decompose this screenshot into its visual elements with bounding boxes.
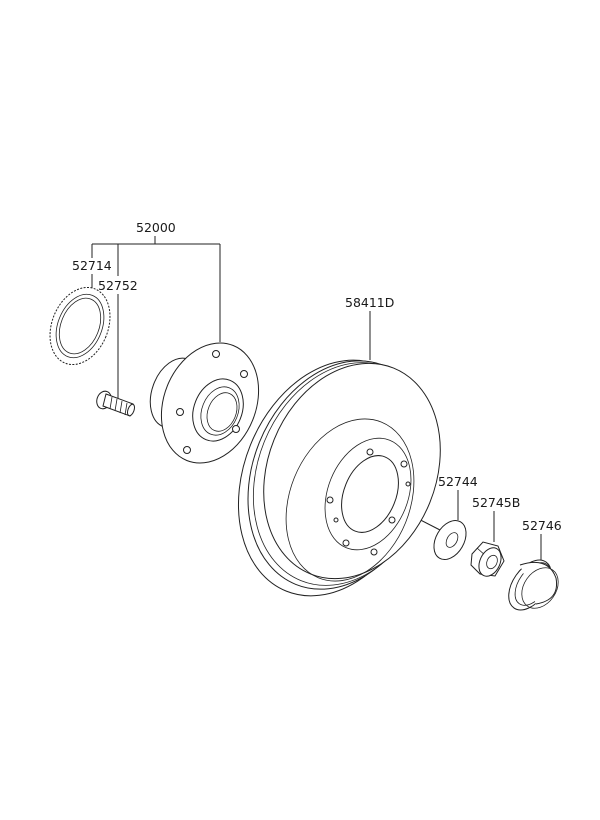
hub-cap xyxy=(508,559,559,611)
label-ring: 52714 xyxy=(72,258,112,273)
label-assembly: 52000 xyxy=(136,220,176,235)
label-cap: 52746 xyxy=(522,518,562,533)
brake-disc xyxy=(237,359,441,597)
label-bolt: 52752 xyxy=(98,278,138,293)
label-washer: 52744 xyxy=(438,474,478,489)
wheel-hub xyxy=(149,342,260,464)
washer xyxy=(433,520,467,560)
hub-nut xyxy=(470,541,505,577)
label-disc: 58411D xyxy=(345,295,394,310)
tone-ring xyxy=(49,286,111,366)
wheel-bolt xyxy=(96,390,135,417)
label-nut: 52745B xyxy=(472,495,520,510)
